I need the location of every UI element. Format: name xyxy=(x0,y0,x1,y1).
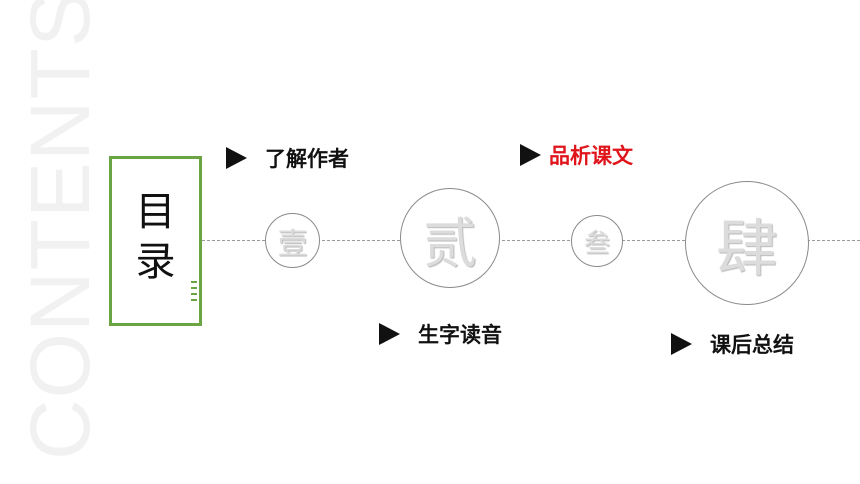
play-triangle-icon xyxy=(226,147,247,169)
section-numeral-2: 贰 xyxy=(423,211,477,275)
toc-item-label: 课后总结 xyxy=(710,333,794,357)
toc-item-author[interactable]: 了解作者 xyxy=(226,143,349,173)
section-circle-1[interactable]: 壹 xyxy=(265,213,320,268)
toc-item-analysis[interactable]: 品析课文 xyxy=(520,140,633,170)
section-circle-4[interactable]: 肆 xyxy=(685,181,809,305)
section-circle-2[interactable]: 贰 xyxy=(400,188,500,288)
toc-title-line-2: 录 xyxy=(135,239,176,285)
decorative-dash-marks xyxy=(191,281,197,313)
play-triangle-icon xyxy=(520,144,541,166)
play-triangle-icon xyxy=(379,323,400,345)
toc-item-label: 了解作者 xyxy=(265,147,349,171)
toc-title: 目 录 xyxy=(112,187,199,287)
section-numeral-1: 壹 xyxy=(277,226,308,262)
toc-item-label: 生字读音 xyxy=(418,323,502,347)
section-numeral-3: 叁 xyxy=(583,228,610,259)
toc-title-line-1: 目 xyxy=(135,189,176,235)
toc-item-label: 品析课文 xyxy=(549,144,633,168)
play-triangle-icon xyxy=(671,333,692,355)
timeline-dotted-line xyxy=(202,240,860,241)
contents-watermark: CONTENTS xyxy=(13,0,107,460)
toc-title-box: 目 录 xyxy=(109,156,202,326)
section-circle-3[interactable]: 叁 xyxy=(571,215,623,267)
toc-item-summary[interactable]: 课后总结 xyxy=(671,329,794,359)
toc-item-pronunciation[interactable]: 生字读音 xyxy=(379,319,502,349)
section-numeral-4: 肆 xyxy=(715,212,778,285)
